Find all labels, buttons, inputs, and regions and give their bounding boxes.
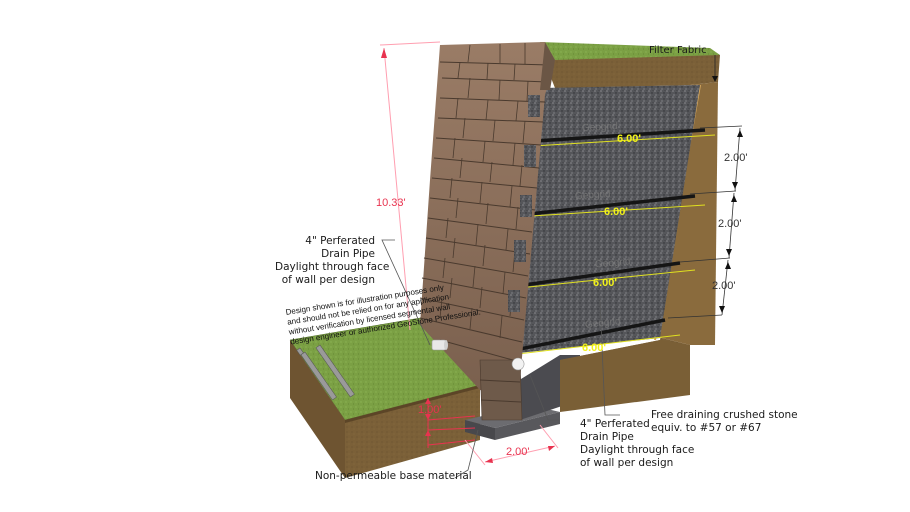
reinforced-gravel-zone <box>500 85 700 355</box>
drain-pipe-upper-line2: Drain Pipe <box>321 248 375 260</box>
drain-pipe-lower-line1: 4" Perferated <box>580 418 650 430</box>
base-width-value: 2.00' <box>506 446 530 458</box>
drain-pipe-upper-line1: 4" Perferated <box>305 235 375 247</box>
leader-lines <box>381 239 620 479</box>
drain-pipe-upper-line4: of wall per design <box>281 274 375 286</box>
geogrid-label-1: Geogrid <box>581 121 618 134</box>
grass-embossed-text <box>296 344 355 401</box>
drain-pipe-lower-line3: Daylight through face <box>580 444 695 456</box>
grid-spacing-dimension <box>667 125 743 319</box>
drain-pipe-lower <box>511 357 525 371</box>
filter-fabric-label: Filter Fabric <box>649 45 707 56</box>
crushed-stone-label: Free draining crushed stone equiv. to #5… <box>651 409 798 435</box>
grid-spacing-2: 2.00' <box>718 218 742 230</box>
grid-length-1: 6.00' <box>617 133 642 145</box>
grid-length-4: 6.00' <box>582 342 607 354</box>
crushed-stone-line1: Free draining crushed stone <box>651 409 798 421</box>
embedment-value: 1.00' <box>418 404 442 416</box>
crushed-stone-line2: equiv. to #57 or #67 <box>651 422 762 434</box>
drain-pipe-upper-line3: Daylight through face <box>275 261 390 273</box>
drain-pipe-lower-line4: of wall per design <box>580 457 674 469</box>
top-grass <box>540 42 720 60</box>
grid-spacing-3: 2.00' <box>712 280 736 292</box>
drain-pipe-upper-label: 4" Perferated Drain Pipe Daylight throug… <box>275 235 390 287</box>
drain-pipe-lower-label: 4" Perferated Drain Pipe Daylight throug… <box>580 418 694 470</box>
grid-spacing-1: 2.00' <box>724 152 748 164</box>
base-material-label: Non-permeable base material <box>315 470 472 482</box>
grid-length-2: 6.00' <box>604 206 629 218</box>
block-wall <box>419 42 555 421</box>
base-width-dimension <box>464 424 559 466</box>
wall-height-value: 10.33' <box>376 197 406 209</box>
embedment-dimension <box>425 398 476 448</box>
filter-fabric-leader <box>712 55 718 82</box>
wall-height-dimension <box>379 41 441 331</box>
grid-length-3: 6.00' <box>593 277 618 289</box>
drain-pipe-lower-line2: Drain Pipe <box>580 431 634 443</box>
geogrid-layers <box>504 128 706 354</box>
drain-pipe-upper <box>431 339 448 351</box>
